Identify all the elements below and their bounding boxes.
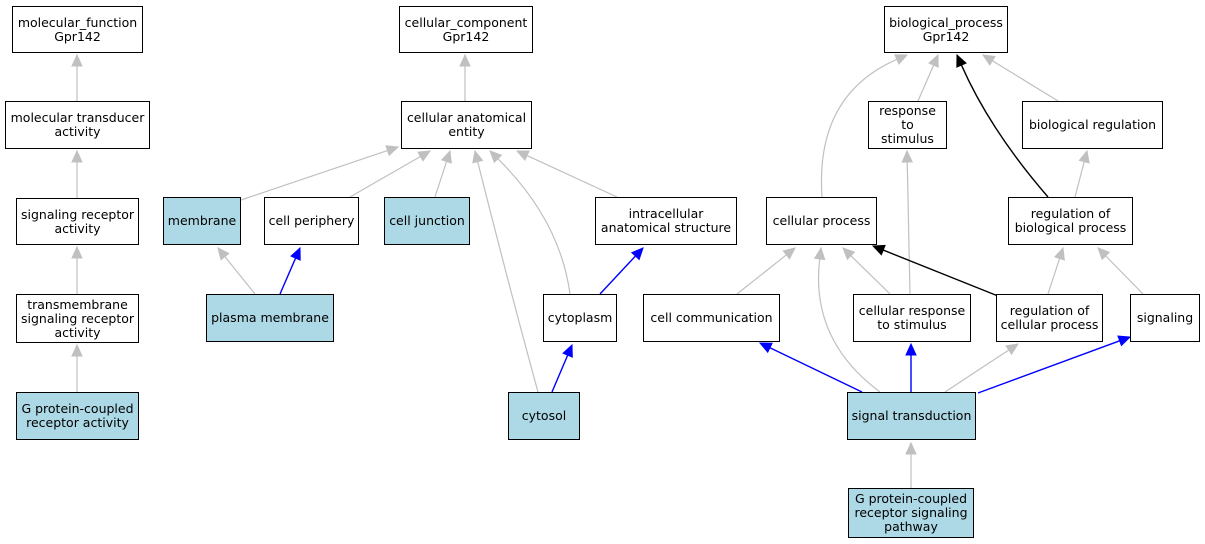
edge-bp_reg_bio-to-bp_root [960,64,1049,198]
arrowhead-bp_gpcr_pathway-to-bp_signal_trans [905,441,917,455]
node-response-to-stimulus[interactable]: response to stimulus [868,101,947,149]
node-molecular-transducer-activity[interactable]: molecular transducer activity [5,101,150,149]
node-cell-junction[interactable]: cell junction [384,197,470,245]
node-membrane[interactable]: membrane [163,197,241,245]
arrowhead-mf_transducer-to-mf_root [71,53,83,67]
arrowhead-bp_signal_trans-to-bp_signaling [1117,335,1132,347]
node-cell-communication[interactable]: cell communication [643,294,780,342]
node-molecular-function-root[interactable]: molecular_function Gpr142 [12,6,143,53]
edge-bp_cell_resp-to-bp_response [906,161,911,295]
edge-bp_signal_trans-to-bp_cellular [817,258,881,393]
arrowhead-cc_cytoplasm-to-cc_anatomical [489,150,503,164]
arrowhead-bp_reg_cell-to-bp_cellular [871,244,886,256]
arrowhead-cc_cytosol-to-cc_anatomical [472,149,484,164]
arrowhead-mf_signaling_receptor-to-mf_transducer [71,149,83,163]
arrowhead-mf_gpcr_activity-to-mf_transmembrane [71,343,83,357]
arrowhead-bp_cellular-to-bp_root [894,54,909,65]
arrowhead-cc_periphery-to-cc_anatomical [417,150,432,162]
arrowhead-bp_reg_cell-to-bp_reg_bio [1053,246,1065,261]
edge-bp_signal_trans-to-bp_signaling [977,340,1120,394]
arrowhead-cc_membrane-to-cc_anatomical [385,145,400,157]
arrowhead-bp_signal_trans-to-bp_cell_resp [905,342,917,356]
arrowhead-bp_signal_trans-to-bp_reg_cell [1005,343,1020,356]
edge-cc_junction-to-cc_anatomical [434,161,448,198]
edge-bp_cell_resp-to-bp_cellular [850,255,891,295]
edge-cc_cytosol-to-cc_anatomical [477,161,539,393]
edge-bp_response-to-bp_root [917,64,935,102]
node-signal-transduction[interactable]: signal transduction [847,392,976,440]
arrowhead-cc_cytosol-to-cc_cytoplasm [562,343,573,358]
edge-cc_plasma-to-cc_periphery [279,257,297,295]
edge-cc_intracellular-to-cc_anatomical [526,155,618,198]
arrowhead-bp_cell_resp-to-bp_response [901,149,914,163]
arrowhead-cc_cytoplasm-to-cc_intracellular [630,247,644,261]
arrowhead-cc_intracellular-to-cc_anatomical [515,150,530,162]
arrowhead-bp_response-to-bp_root [928,53,939,68]
edge-bp_reg_cell-to-bp_reg_bio [1047,258,1061,295]
node-cytoplasm[interactable]: cytoplasm [543,294,617,342]
node-cellular-anatomical-entity[interactable]: cellular anatomical entity [401,101,532,149]
edge-cc_periphery-to-cc_anatomical [349,155,421,198]
node-cell-periphery[interactable]: cell periphery [264,197,359,245]
node-cellular-component-root[interactable]: cellular_component Gpr142 [399,6,533,53]
arrowhead-bp_reg_bio-to-bp_regulation [1078,149,1090,164]
arrowhead-mf_transmembrane-to-mf_signaling_receptor [71,245,83,259]
edge-cc_cytoplasm-to-cc_anatomical [497,158,571,295]
node-cytosol[interactable]: cytosol [508,392,580,440]
arrowhead-cc_plasma-to-cc_periphery [290,246,301,261]
node-regulation-of-cellular-process[interactable]: regulation of cellular process [996,294,1103,342]
edge-bp_regulation-to-bp_root [992,60,1059,102]
arrowhead-cc_junction-to-cc_anatomical [440,149,452,164]
node-intracellular-anatomical-structure[interactable]: intracellular anatomical structure [595,197,737,245]
arrowhead-cc_plasma-to-cc_membrane [217,247,230,261]
node-gpcr-activity[interactable]: G protein-coupled receptor activity [16,392,139,440]
edge-cc_plasma-to-cc_membrane [224,256,256,295]
edge-bp_signal_trans-to-bp_cell_comm [769,347,863,393]
node-signaling[interactable]: signaling [1130,294,1200,342]
node-gpcr-signaling-pathway[interactable]: G protein-coupled receptor signaling pat… [848,488,974,538]
arrowhead-bp_cell_resp-to-bp_cellular [842,247,856,261]
edge-bp_signaling-to-bp_reg_bio [1105,255,1144,295]
edge-bp_cellular-to-bp_root [820,58,898,198]
arrowhead-bp_signal_trans-to-bp_cellular [813,246,826,261]
node-regulation-of-biological-process[interactable]: regulation of biological process [1008,197,1133,245]
arrowhead-bp_signaling-to-bp_reg_bio [1097,247,1111,261]
node-cellular-response-to-stimulus[interactable]: cellular response to stimulus [853,294,971,342]
arrowhead-bp_cell_comm-to-bp_cellular [782,247,796,260]
arrowhead-bp_regulation-to-bp_root [981,54,996,66]
node-cellular-process[interactable]: cellular process [766,197,877,245]
node-transmembrane-signaling-receptor-activity[interactable]: transmembrane signaling receptor activit… [16,294,139,343]
edge-bp_reg_bio-to-bp_regulation [1074,161,1085,198]
edge-bp_reg_cell-to-bp_cellular [882,249,999,297]
edge-cc_cytosol-to-cc_cytoplasm [551,354,569,393]
node-biological-process-root[interactable]: biological_process Gpr142 [884,6,1008,53]
arrowhead-bp_signal_trans-to-bp_cell_comm [758,342,773,354]
edge-cc_cytoplasm-to-cc_intracellular [599,255,636,295]
node-signaling-receptor-activity[interactable]: signaling receptor activity [16,198,139,245]
arrowhead-bp_reg_bio-to-bp_root [956,53,967,68]
edge-bp_signal_trans-to-bp_reg_cell [944,349,1010,393]
node-plasma-membrane[interactable]: plasma membrane [206,294,334,342]
node-biological-regulation[interactable]: biological regulation [1022,101,1163,149]
arrowhead-cc_anatomical-to-cc_root [459,53,471,67]
edge-cc_membrane-to-cc_anatomical [240,149,388,201]
edge-bp_cell_comm-to-bp_cellular [736,254,787,295]
